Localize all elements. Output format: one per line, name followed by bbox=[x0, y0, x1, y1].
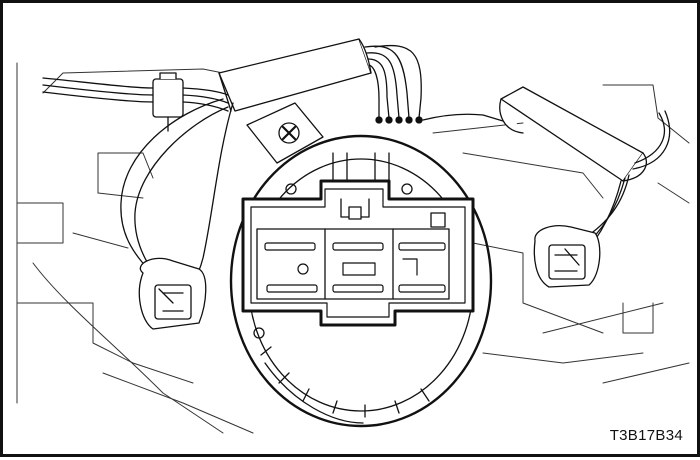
dashboard-outline bbox=[16, 62, 690, 434]
left-bulb-socket bbox=[138, 257, 207, 330]
figure-caption: T3B17B34 bbox=[609, 427, 683, 444]
resistor-terminals bbox=[264, 242, 446, 293]
right-bulb-socket bbox=[533, 225, 601, 288]
upper-wire-bundle bbox=[42, 77, 229, 112]
screw-bracket bbox=[246, 102, 324, 164]
right-wire-harness-connector bbox=[499, 86, 647, 182]
diagram-illustration bbox=[16, 38, 690, 434]
left-connector-plug bbox=[152, 72, 184, 132]
upper-wire-harness-connector bbox=[218, 38, 372, 112]
blower-resistor bbox=[241, 179, 475, 327]
upper-connector-wires bbox=[364, 45, 504, 124]
